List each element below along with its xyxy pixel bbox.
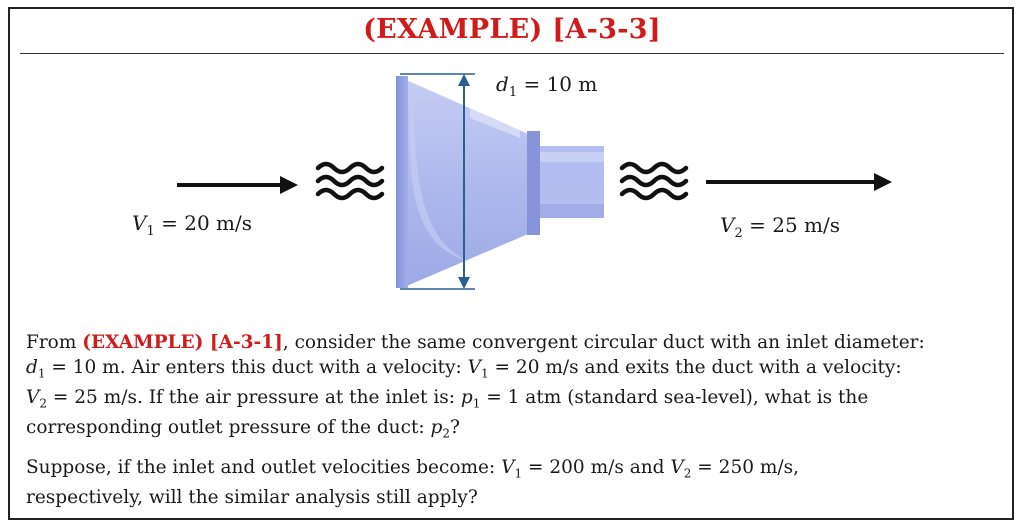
- inlet-airflow-waves-icon: [315, 161, 385, 201]
- inlet-diameter-dimension: [400, 73, 475, 290]
- follow-up-question: Suppose, if the inlet and outlet velocit…: [26, 457, 800, 509]
- inlet-velocity-label: V1 = 20 m/s: [132, 211, 252, 239]
- problem-statement: From (EXAMPLE) [A-3-1], consider the sam…: [26, 332, 925, 441]
- example-title: (EXAMPLE) [A-3-3]: [363, 14, 661, 45]
- outlet-velocity-label: V2 = 25 m/s: [720, 213, 840, 241]
- title-divider: [20, 53, 1004, 54]
- example-frame: [8, 7, 1014, 520]
- inlet-flow-arrow: [177, 176, 298, 194]
- convergent-duct: [396, 76, 604, 288]
- outlet-flow-arrow: [706, 173, 892, 191]
- example-reference: (EXAMPLE) [A-3-1]: [82, 332, 283, 353]
- inlet-diameter-label: d1 = 10 m: [496, 72, 598, 100]
- outlet-airflow-waves-icon: [619, 161, 689, 201]
